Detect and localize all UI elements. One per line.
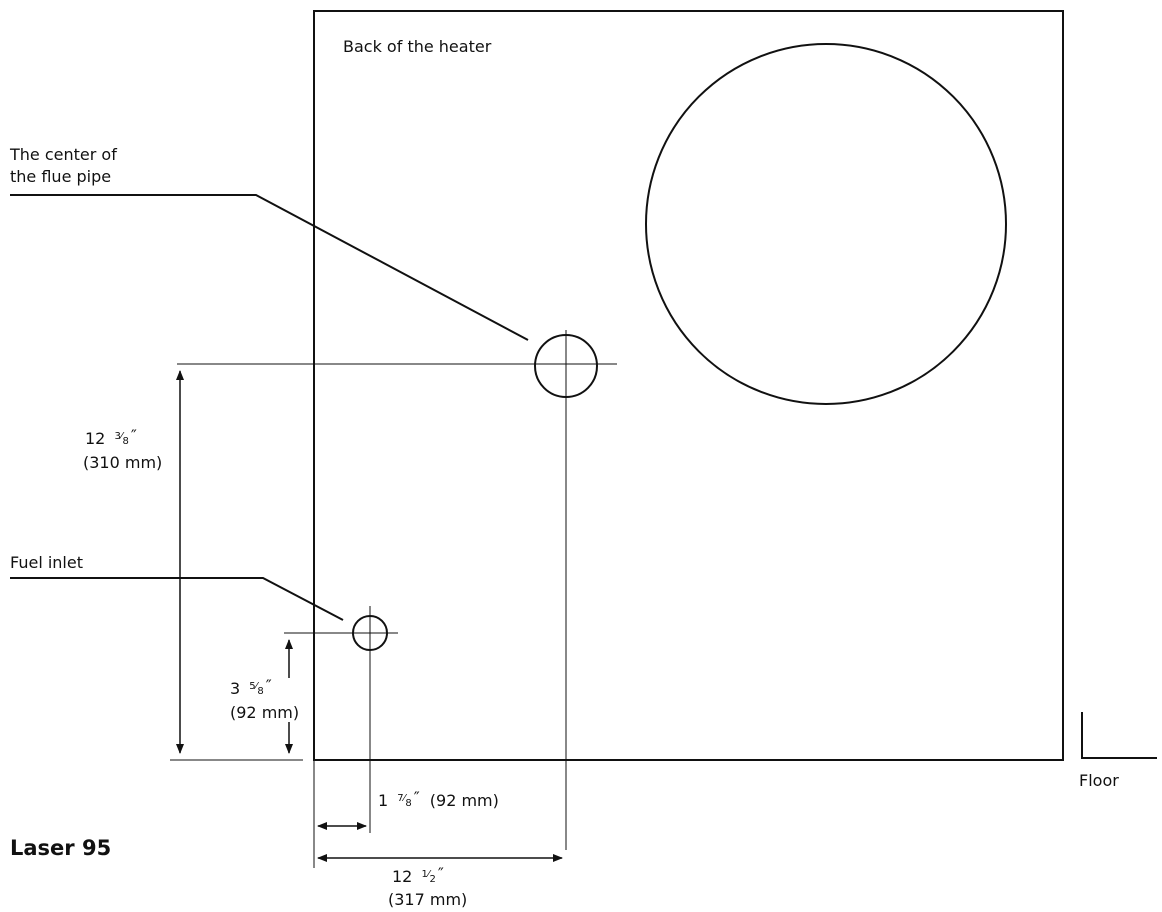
fuel-height-label-bg xyxy=(228,678,308,722)
heater-back-outline xyxy=(313,10,1064,761)
flue-label-line2: the flue pipe xyxy=(10,167,111,186)
fuel-height-imperial: 3 5⁄8″ xyxy=(230,676,272,698)
flue-label-line1: The center of xyxy=(9,145,117,164)
fuel-leader-line xyxy=(10,577,344,621)
model-label: Laser 95 xyxy=(10,836,111,860)
floor-label: Floor xyxy=(1079,771,1119,790)
fuel-height-metric: (92 mm) xyxy=(230,703,299,722)
back-of-heater-label: Back of the heater xyxy=(343,37,492,56)
fuel-offset-label: 1 7⁄8″ (92 mm) xyxy=(378,788,499,810)
large-circle-opening xyxy=(645,43,1007,405)
flue-height-metric: (310 mm) xyxy=(83,453,162,472)
flue-offset-imperial: 12 1⁄2″ xyxy=(392,864,444,886)
flue-height-imperial: 12 3⁄8″ xyxy=(85,426,137,448)
fuel-inlet-label: Fuel inlet xyxy=(10,553,83,572)
floor-symbol xyxy=(1081,712,1157,759)
flue-leader-line xyxy=(10,194,529,341)
flue-offset-metric: (317 mm) xyxy=(388,890,467,909)
